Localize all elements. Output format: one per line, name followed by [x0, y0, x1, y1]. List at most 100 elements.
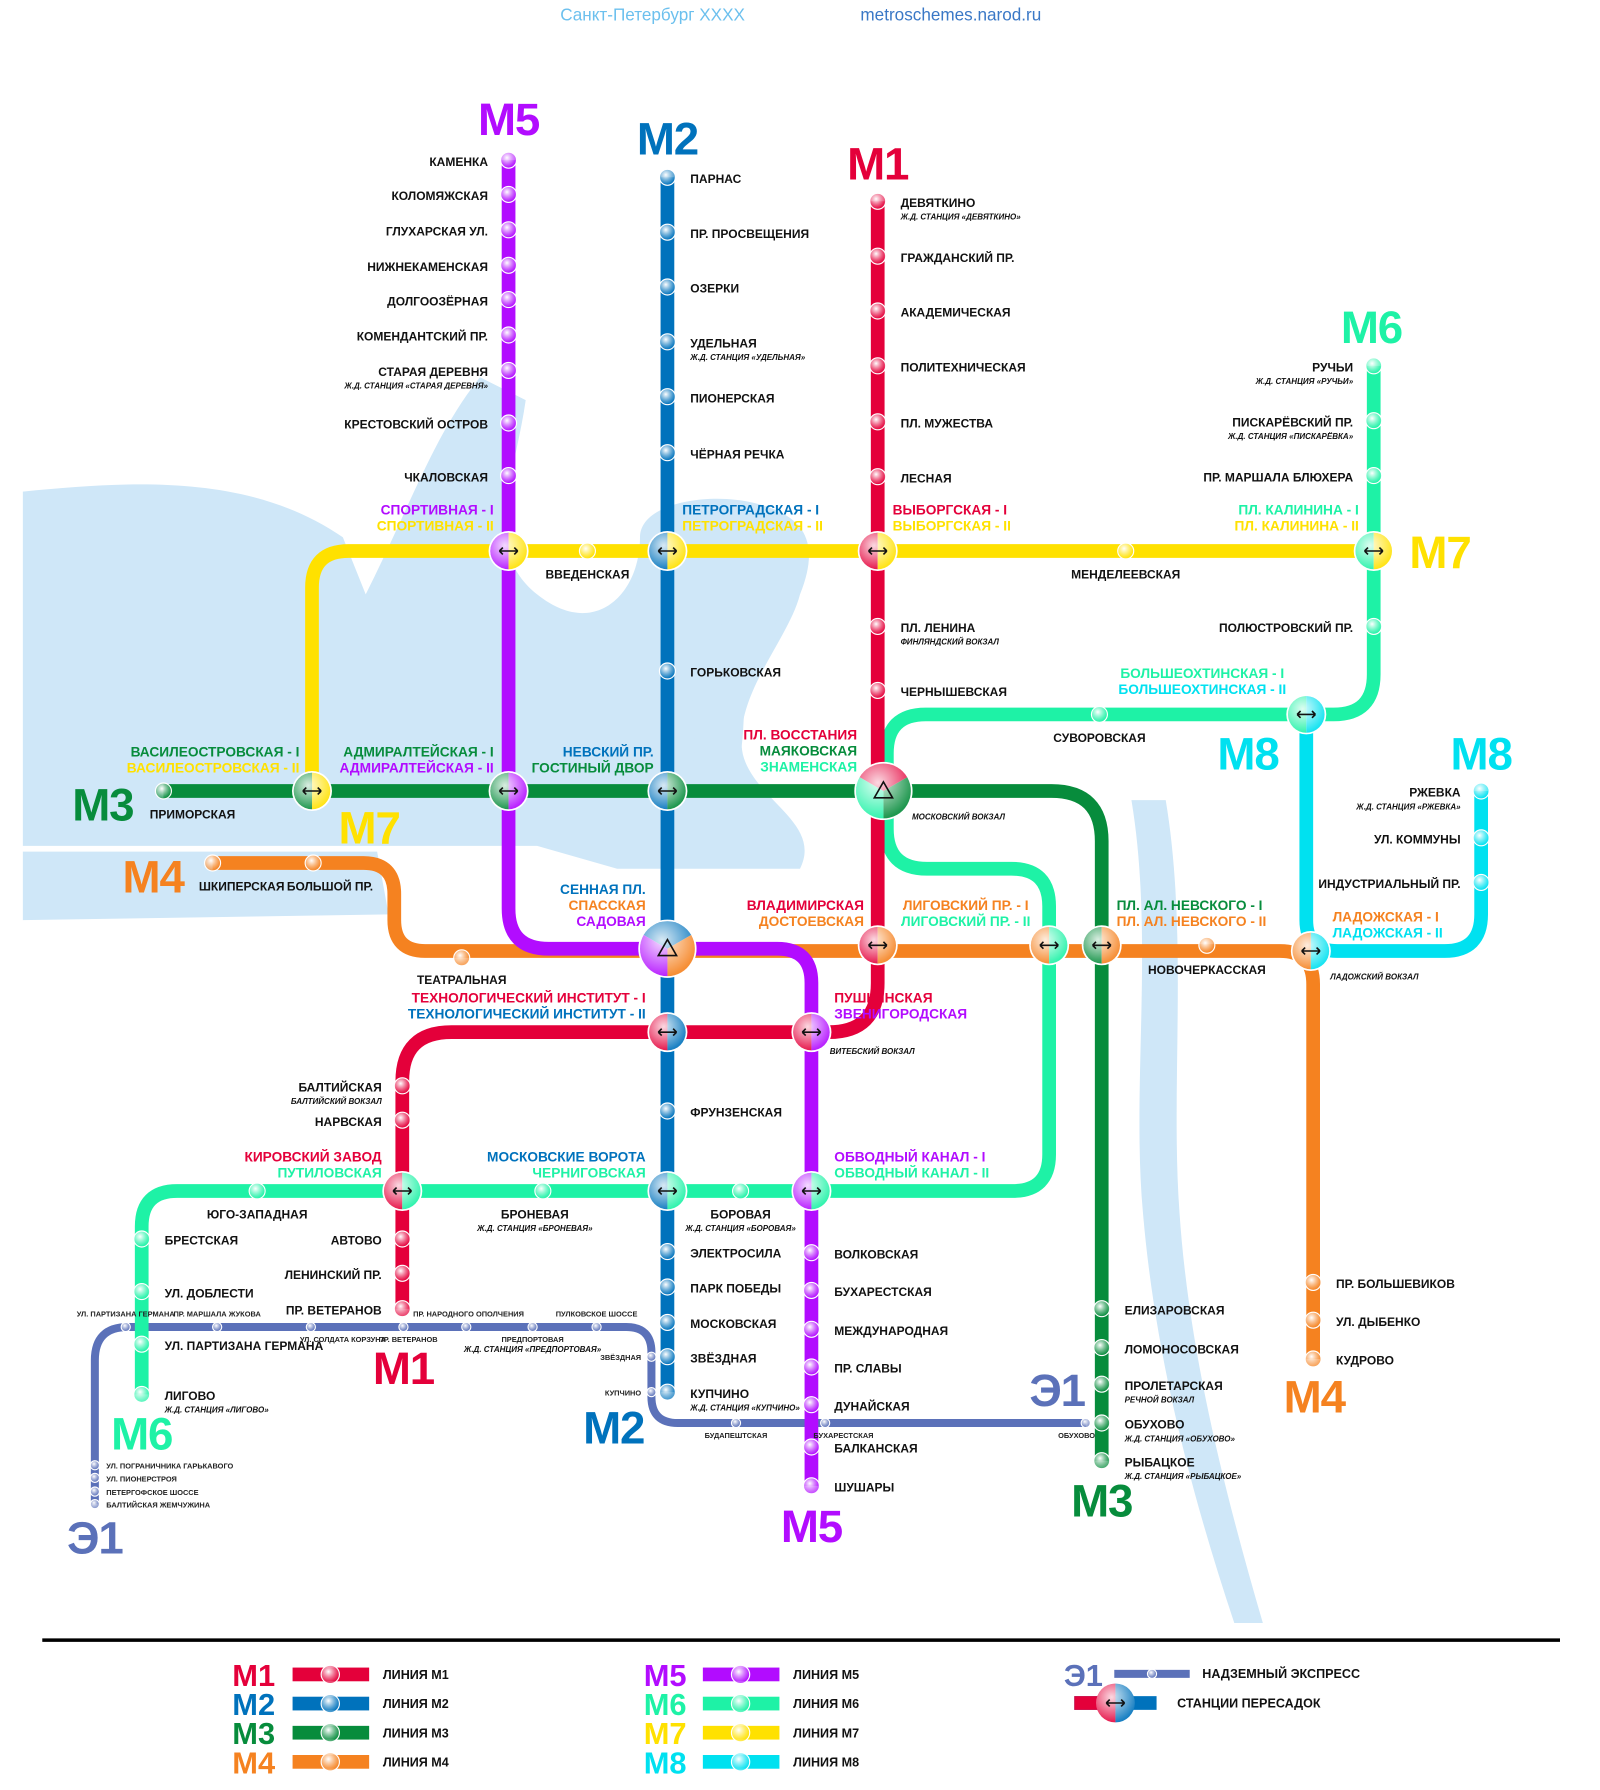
station-marker[interactable]: [398, 1321, 409, 1333]
station[interactable]: НИЖНЕКАМЕНСКАЯ: [367, 256, 518, 274]
station-marker[interactable]: [461, 1321, 472, 1333]
station-marker[interactable]: [133, 1335, 151, 1353]
station[interactable]: БАЛТИЙСКАЯ ЖЕМЧУЖИНА: [89, 1499, 211, 1510]
station-marker[interactable]: [646, 1387, 657, 1398]
station-marker[interactable]: [527, 1321, 538, 1333]
station-marker[interactable]: [869, 357, 887, 375]
station[interactable]: ПОЛЮСТРОВСКИЙ ПР.: [1219, 617, 1383, 635]
station-marker[interactable]: [89, 1486, 100, 1497]
station-marker[interactable]: [658, 223, 676, 241]
station-marker[interactable]: [1472, 873, 1490, 891]
station[interactable]: ОЗЕРКИ: [658, 278, 739, 296]
station[interactable]: ШКИПЕРСКАЯ: [199, 854, 285, 893]
station-marker[interactable]: [802, 1320, 820, 1338]
station[interactable]: НОВОЧЕРКАССКАЯ: [1148, 936, 1266, 977]
station[interactable]: ТЕАТРАЛЬНАЯ: [417, 949, 507, 987]
station-marker[interactable]: [393, 1264, 411, 1282]
station-marker[interactable]: [305, 1321, 316, 1333]
station-marker[interactable]: [1365, 412, 1383, 430]
station-marker[interactable]: [658, 1348, 676, 1366]
station-marker[interactable]: [1093, 1452, 1111, 1470]
station[interactable]: КОЛОМЯЖСКАЯ: [391, 185, 518, 203]
station[interactable]: ЕЛИЗАРОВСКАЯ: [1093, 1300, 1225, 1318]
station-marker[interactable]: [453, 949, 471, 967]
station[interactable]: КУДРОВО: [1304, 1350, 1394, 1368]
station-marker[interactable]: [869, 617, 887, 635]
station-marker[interactable]: [658, 278, 676, 296]
station-marker[interactable]: [658, 1102, 676, 1120]
station-marker[interactable]: [89, 1472, 100, 1483]
station[interactable]: АВТОВО: [331, 1230, 411, 1248]
station-marker[interactable]: [1365, 357, 1383, 375]
station-marker[interactable]: [393, 1230, 411, 1248]
station[interactable]: ЧЁРНАЯ РЕЧКА: [658, 444, 785, 462]
station-marker[interactable]: [1365, 467, 1383, 485]
station[interactable]: БРЕСТСКАЯ: [133, 1230, 238, 1248]
station[interactable]: УЛ. ПАРТИЗАНА ГЕРМАНА: [133, 1335, 324, 1353]
station-marker[interactable]: [658, 1242, 676, 1261]
station[interactable]: УЛ. ПИОНЕРСТРОЯ: [89, 1472, 177, 1483]
station[interactable]: ПУЛКОВСКОЕ ШОССЕ: [556, 1310, 638, 1333]
station-marker[interactable]: [658, 1278, 676, 1296]
station[interactable]: БУХАРЕСТСКАЯ: [802, 1281, 932, 1299]
station-marker[interactable]: [500, 291, 518, 309]
station-marker[interactable]: [133, 1385, 151, 1403]
station[interactable]: МОСКОВСКАЯ: [658, 1313, 776, 1331]
station-marker[interactable]: [658, 662, 676, 680]
station-marker[interactable]: [802, 1477, 820, 1495]
station[interactable]: ПР. НАРОДНОГО ОПОЛЧЕНИЯ: [413, 1310, 524, 1333]
station[interactable]: ЛЕСНАЯ: [869, 468, 952, 486]
station-marker[interactable]: [1198, 936, 1216, 954]
station[interactable]: БУДАПЕШТСКАЯ: [705, 1417, 768, 1440]
station-marker[interactable]: [89, 1499, 100, 1510]
station-marker[interactable]: [869, 302, 887, 320]
station-marker[interactable]: [732, 1182, 750, 1200]
station[interactable]: ПЕТЕРГОФСКОЕ ШОССЕ: [89, 1486, 199, 1497]
station[interactable]: ПР. МАРШАЛА БЛЮХЕРА: [1203, 467, 1383, 485]
station[interactable]: ПР. БОЛЬШЕВИКОВ: [1304, 1273, 1455, 1291]
station-marker[interactable]: [1080, 1417, 1091, 1429]
station-marker[interactable]: [500, 256, 518, 274]
station[interactable]: ВВЕДЕНСКАЯ: [546, 542, 630, 581]
station-marker[interactable]: [304, 854, 322, 872]
station-marker[interactable]: [869, 468, 887, 486]
station[interactable]: УЛ. ПОГРАНИЧНИКА ГАРЬКАВОГО: [89, 1460, 234, 1471]
station-marker[interactable]: [802, 1396, 820, 1414]
station-marker[interactable]: [802, 1438, 820, 1456]
station-marker[interactable]: [869, 192, 887, 210]
station-marker[interactable]: [869, 247, 887, 265]
station[interactable]: ПР. МАРШАЛА ЖУКОВА: [173, 1310, 261, 1333]
station-marker[interactable]: [1090, 705, 1108, 723]
station[interactable]: УЛ. ДОБЛЕСТИ: [133, 1282, 254, 1301]
site-link[interactable]: metroschemes.narod.ru: [860, 5, 1041, 25]
station[interactable]: ПАРК ПОБЕДЫ: [658, 1278, 781, 1296]
station-marker[interactable]: [646, 1351, 657, 1362]
station[interactable]: ПИОНЕРСКАЯ: [658, 388, 775, 406]
station-marker[interactable]: [203, 854, 222, 872]
station[interactable]: ЛЕНИНСКИЙ ПР.: [285, 1264, 411, 1282]
station[interactable]: ПРИМОРСКАЯ: [150, 782, 236, 821]
transfer-station[interactable]: ПЛ. ВОССТАНИЯМАЯКОВСКАЯЗНАМЕНСКАЯМОСКОВС…: [743, 728, 1005, 822]
station[interactable]: ИНДУСТРИАЛЬНЫЙ ПР.: [1318, 873, 1490, 891]
station[interactable]: УЛ. СОЛДАТА КОРЗУНА: [300, 1321, 387, 1344]
station[interactable]: ШУШАРЫ: [802, 1477, 894, 1495]
station-marker[interactable]: [500, 326, 518, 344]
station[interactable]: МЕНДЕЛЕЕВСКАЯ: [1071, 542, 1180, 581]
station[interactable]: ЧЕРНЫШЕВСКАЯ: [869, 681, 1007, 699]
station-marker[interactable]: [534, 1182, 552, 1200]
